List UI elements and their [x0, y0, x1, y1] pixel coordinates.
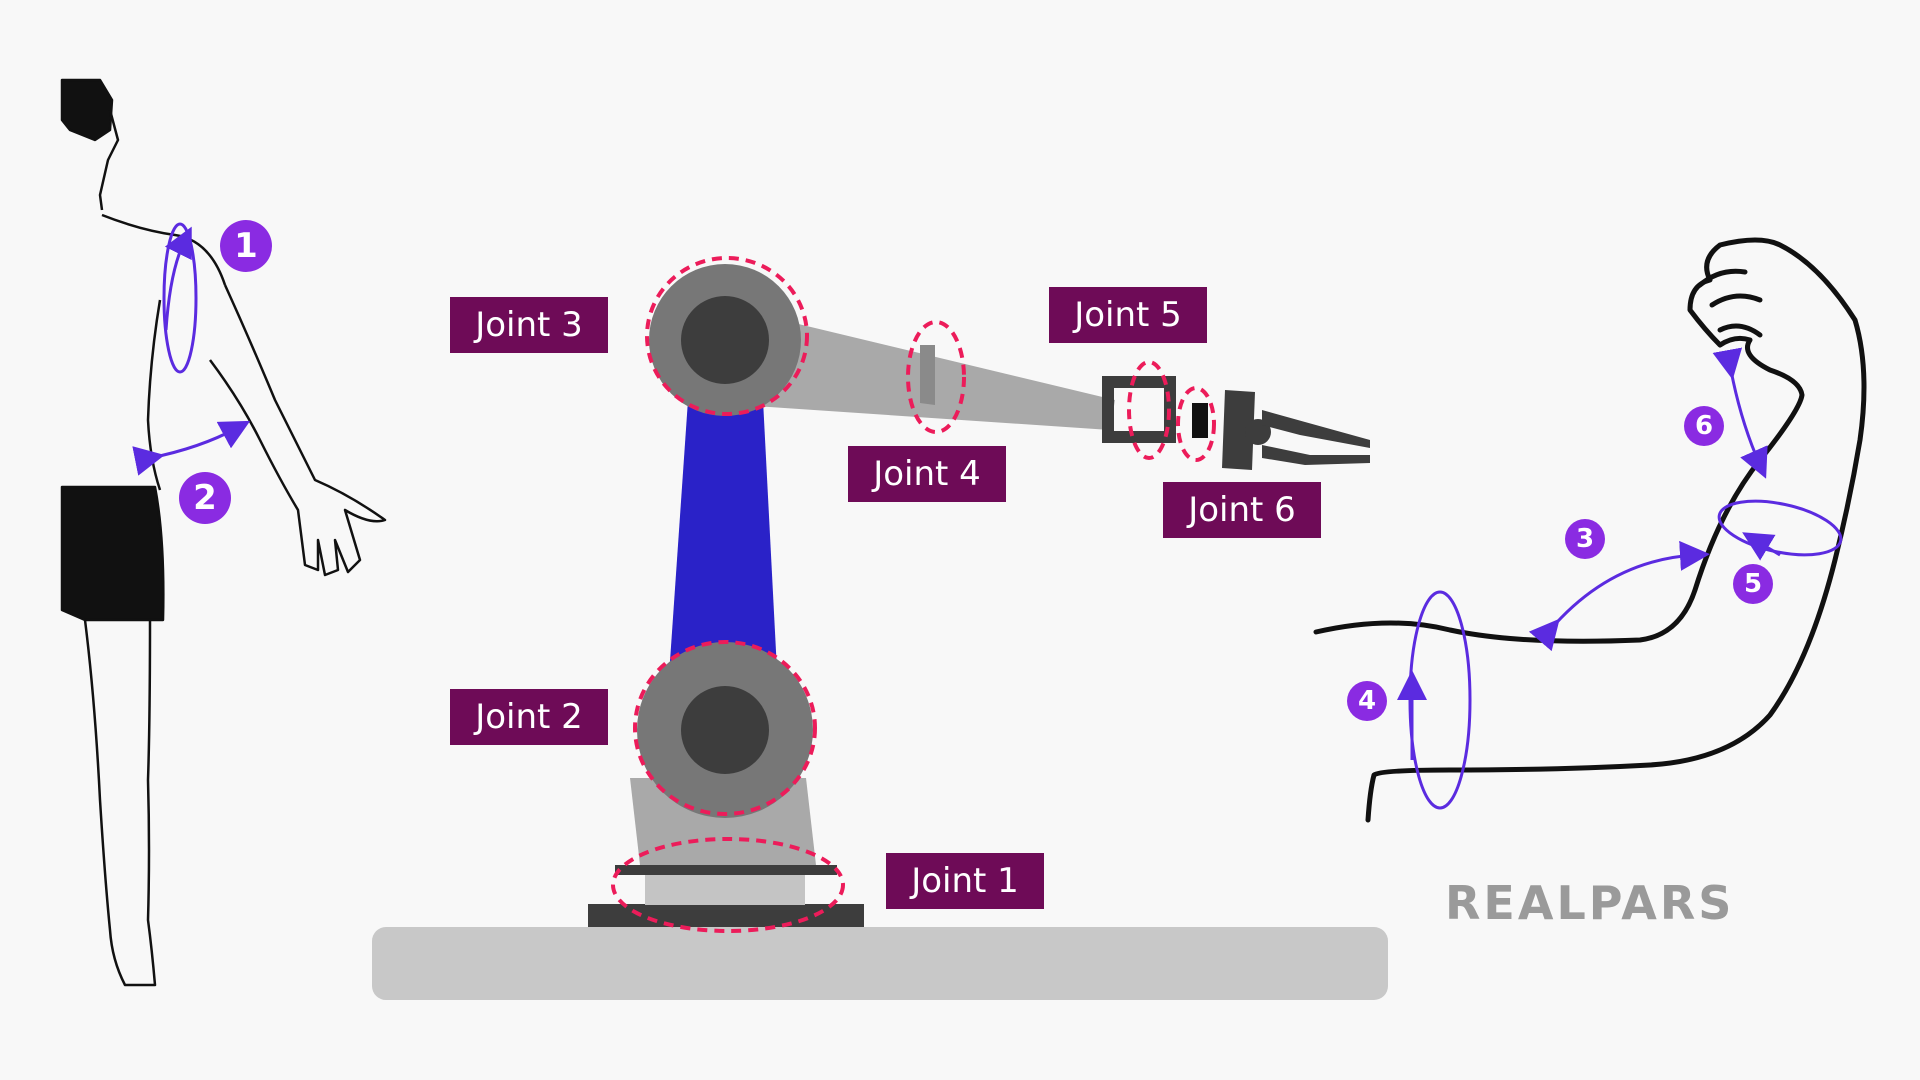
robot-arm — [372, 264, 1388, 1000]
robot-base-ring — [615, 865, 837, 875]
human-badge-1: 1 — [220, 220, 272, 272]
arm-joint6-arrow — [1712, 347, 1768, 479]
joint2-label: Joint 2 — [450, 689, 608, 745]
joint4-ring — [906, 320, 966, 434]
robot-gripper-finger-upper — [1262, 410, 1370, 448]
arm-joint5-arrow — [1742, 532, 1781, 561]
joint5-ring — [1127, 360, 1171, 460]
robot-gripper-finger-lower — [1262, 445, 1370, 465]
human-torso-outline — [146, 299, 162, 491]
arm-rotation-arrows — [1397, 347, 1843, 810]
arm-badge-5: 5 — [1733, 564, 1773, 604]
human-arm-outline — [208, 284, 387, 577]
arm-joint4-ellipse — [1408, 590, 1472, 810]
joint3-ring — [645, 256, 809, 416]
robot-wrist-collar — [1192, 403, 1208, 438]
shoulder-rotation-arrow — [164, 226, 192, 331]
joint1-label: Joint 1 — [886, 853, 1044, 909]
human-badge-2: 2 — [179, 472, 231, 524]
robot-joint3-core — [681, 296, 769, 384]
human-rotation-arrows — [132, 222, 251, 476]
human-leg-outline — [83, 619, 157, 987]
joint4-label: Joint 4 — [848, 446, 1006, 502]
robot-wrist-bracket — [1102, 376, 1176, 443]
arm-joint3-arrow — [1528, 540, 1710, 652]
joint-highlight-rings — [611, 256, 1216, 933]
arm-badge-6: 6 — [1684, 406, 1724, 446]
robot-forearm-step — [920, 345, 935, 405]
joint6-ring — [1176, 386, 1216, 462]
human-hair — [60, 78, 114, 142]
robot-upper-arm-blue — [668, 400, 778, 690]
human-shorts — [60, 485, 165, 622]
robot-gripper-body — [1222, 390, 1255, 470]
arm-fist-detail — [1697, 268, 1763, 338]
joint6-label: Joint 6 — [1163, 482, 1321, 538]
human-head-outline — [98, 109, 120, 211]
arm-abduction-arrow — [132, 420, 251, 476]
joint1-ring — [611, 837, 845, 933]
shoulder-rotation-ellipse — [162, 222, 198, 374]
joint2-ring — [633, 640, 817, 816]
joint3-label: Joint 3 — [450, 297, 608, 353]
robot-base-plate — [588, 904, 864, 927]
arm-badge-4: 4 — [1347, 681, 1387, 721]
robot-platform — [372, 927, 1388, 1000]
human-figure — [60, 78, 387, 987]
arm-badge-3: 3 — [1565, 519, 1605, 559]
robot-joint2-core — [681, 686, 769, 774]
joint5-label: Joint 5 — [1049, 287, 1207, 343]
realpars-logo: REALPARS — [1445, 876, 1735, 930]
